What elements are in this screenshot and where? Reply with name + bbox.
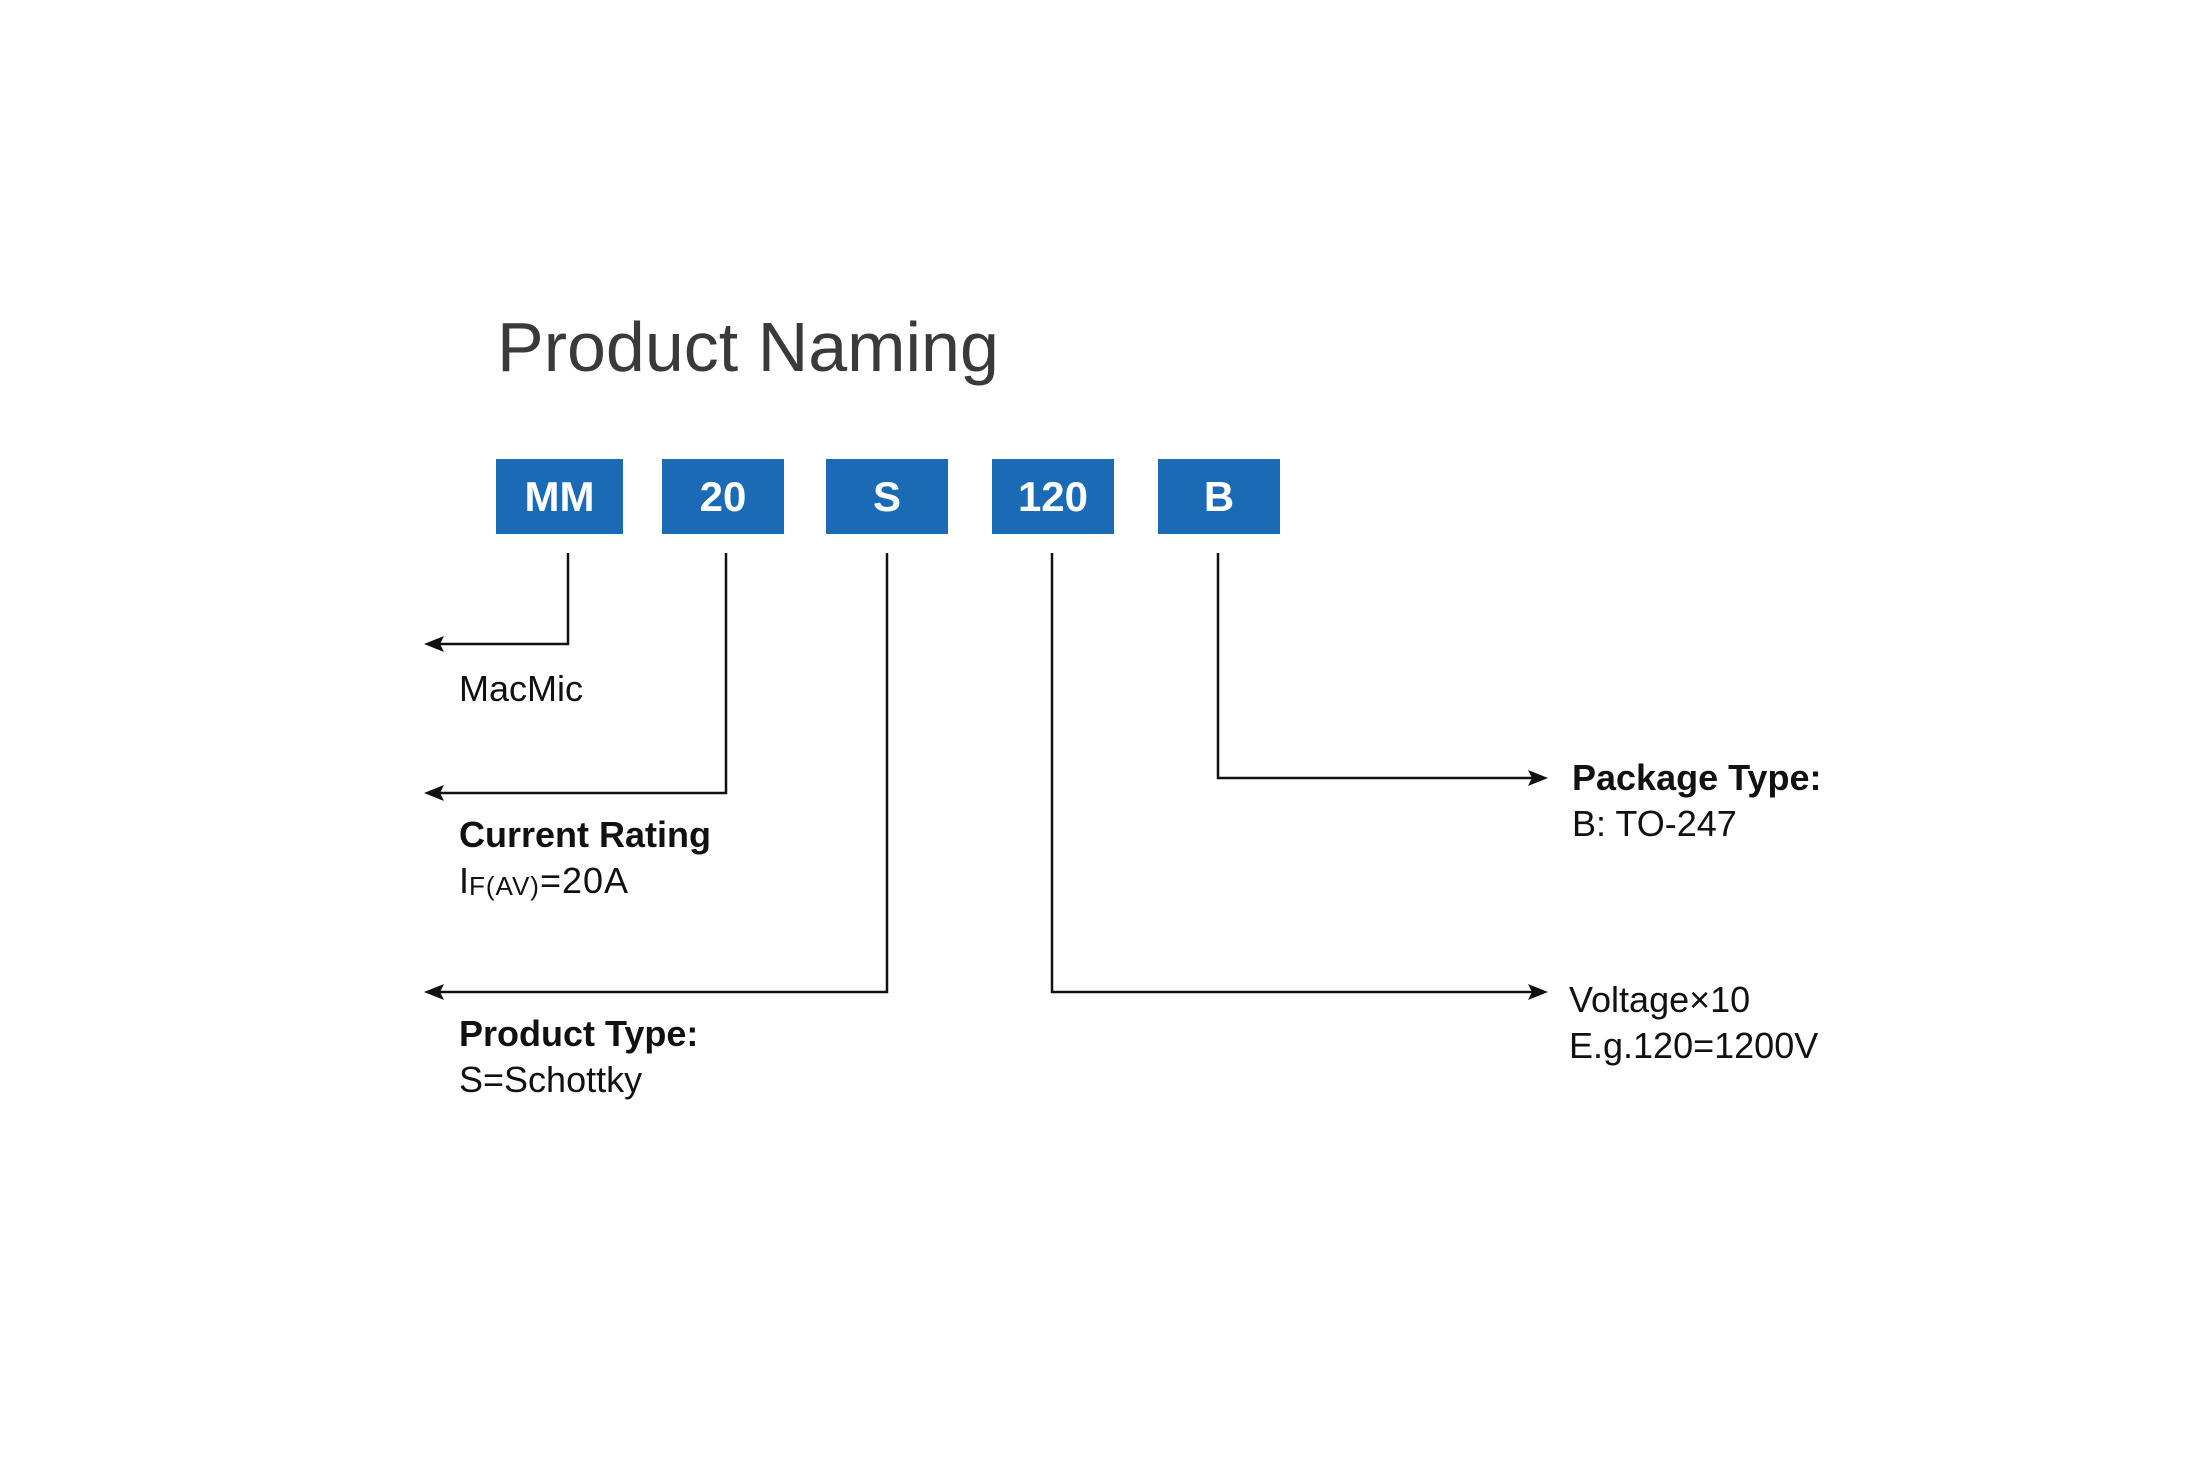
label-product-type: Product Type: S=Schottky [459,1011,698,1103]
connector-20 [430,553,728,795]
label-current-rating: Current Rating IF(AV)=20A [459,812,711,909]
arrowhead-b [1528,770,1548,786]
label-manufacturer: MacMic [459,666,583,712]
code-box-mm: MM [496,459,623,534]
arrowhead-s [424,984,444,1000]
arrowhead-mm [424,636,444,652]
connector-120 [1050,553,1538,994]
code-box-b: B [1158,459,1280,534]
current-subscript: F(AV) [469,871,540,901]
package-type-heading: Package Type: [1572,757,1822,798]
code-box-20: 20 [662,459,784,534]
connector-mm [430,553,570,646]
product-type-value: S=Schottky [459,1059,643,1100]
current-symbol: I [459,860,470,901]
voltage-example: E.g.120=1200V [1569,1025,1819,1066]
code-box-s: S [826,459,948,534]
current-value: =20A [539,860,630,901]
label-voltage: Voltage×10 E.g.120=1200V [1569,977,1818,1069]
current-rating-value: IF(AV)=20A [459,858,711,909]
label-package-type: Package Type: B: TO-247 [1572,755,1821,847]
connector-b [1216,553,1538,780]
package-type-value: B: TO-247 [1572,803,1737,844]
page-title: Product Naming [497,308,999,386]
current-rating-heading: Current Rating [459,814,711,855]
arrowhead-120 [1528,984,1548,1000]
code-box-120: 120 [992,459,1114,534]
product-type-heading: Product Type: [459,1013,699,1054]
manufacturer-name: MacMic [459,668,583,709]
arrowhead-20 [424,785,444,801]
voltage-rule: Voltage×10 [1569,979,1751,1020]
connector-s [430,553,889,994]
